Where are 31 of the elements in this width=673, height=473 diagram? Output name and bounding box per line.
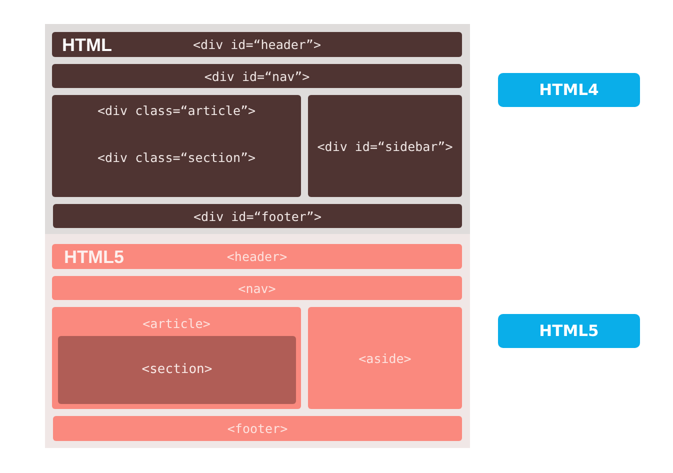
sidebar-block (308, 95, 462, 197)
tag-label: <div id=“footer”> (194, 208, 322, 224)
header-bar (52, 32, 462, 57)
badge-label: HTML4 (539, 80, 599, 100)
tag-label: <div class=“section”> (97, 150, 256, 164)
footer-bar (53, 204, 462, 228)
tag-label: <article> (142, 316, 210, 330)
panel-title: HTML5 (64, 246, 124, 266)
version-badge (498, 73, 640, 107)
tag-label: <aside> (358, 350, 412, 366)
layout-panel (45, 234, 470, 448)
nav-bar (52, 276, 462, 300)
article-block (52, 95, 301, 197)
header-bar (52, 244, 462, 269)
article-block (52, 307, 301, 409)
aside-block (308, 307, 462, 409)
panel-title: HTML (62, 34, 112, 54)
tag-label: <div class=“article”> (97, 102, 256, 118)
version-badge (498, 314, 640, 348)
section-block (58, 336, 296, 404)
nav-bar (52, 64, 462, 88)
footer-bar (53, 416, 462, 441)
tag-label: <div id=“nav”> (204, 68, 310, 84)
tag-label: <section> (142, 362, 212, 376)
badge-label: HTML5 (539, 321, 599, 341)
tag-label: <footer> (227, 421, 288, 436)
tag-label: <nav> (238, 280, 276, 296)
layout-panel (45, 24, 470, 234)
tag-label: <div id=“header”> (193, 37, 321, 52)
tag-label: <header> (226, 249, 288, 264)
tag-label: <div id=“sidebar”> (317, 138, 453, 154)
